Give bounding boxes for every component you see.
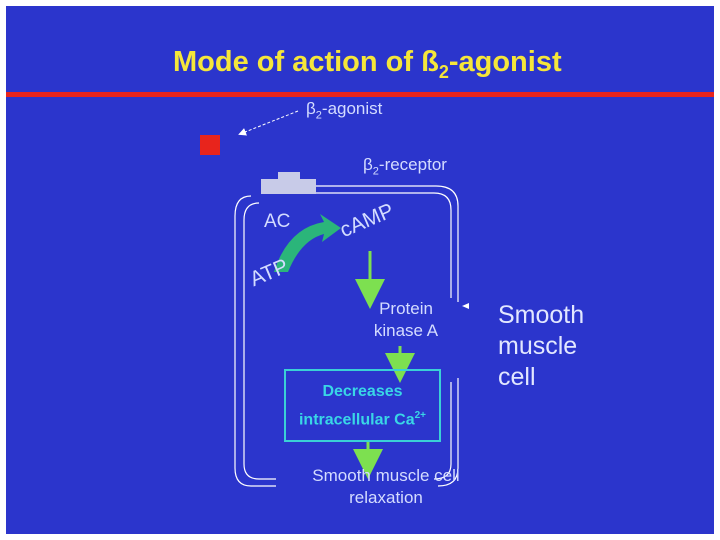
pathway-diagram — [200, 110, 469, 487]
receptor-label: β2-receptor — [363, 155, 447, 178]
title-divider — [6, 92, 714, 97]
conversion-arrow-icon — [274, 214, 341, 272]
receptor-icon — [261, 172, 316, 194]
decreases-calcium-box — [284, 369, 441, 442]
relaxation-label: Smooth muscle cell relaxation — [276, 465, 496, 509]
agonist-label: β2-agonist — [306, 99, 383, 122]
agonist-square-icon — [200, 135, 220, 155]
decreases-calcium-text: Decreases intracellular Ca2+ — [286, 380, 439, 432]
agonist-pointer-arrow — [238, 110, 299, 136]
cell-pointer-icon — [462, 303, 469, 309]
smooth-muscle-cell-label: Smooth muscle cell — [498, 300, 608, 393]
pka-line-2: kinase A — [373, 321, 439, 340]
pka-line-1: Protein — [379, 299, 433, 318]
ac-label: AC — [264, 211, 291, 232]
cell-line-3: cell — [498, 363, 536, 391]
cell-line-2: muscle — [498, 332, 578, 360]
cell-membrane-icon — [234, 185, 459, 487]
decreases-line-1: Decreases — [322, 383, 403, 400]
slide-title: Mode of action of ß2-agonist — [173, 46, 562, 82]
relax-line-2: relaxation — [349, 488, 423, 507]
slide: Mode of action of ß2-agonist — [6, 6, 714, 534]
decreases-line-2: intracellular Ca2+ — [298, 410, 426, 429]
protein-kinase-label: Protein kinase A — [356, 298, 456, 342]
cell-line-1: Smooth — [498, 301, 585, 329]
relax-line-1: Smooth muscle cell — [312, 466, 460, 485]
